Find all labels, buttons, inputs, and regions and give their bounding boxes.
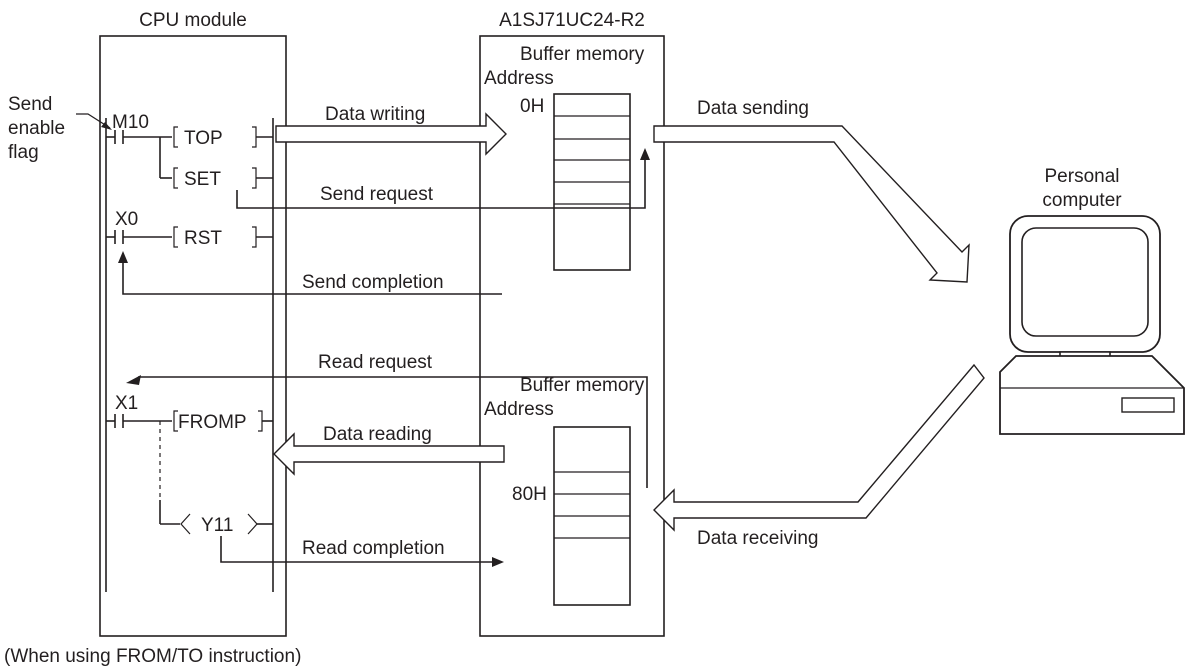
data-reading-arrow xyxy=(273,432,505,476)
send-enable-flag-arrowhead xyxy=(101,122,112,130)
cpu-module: CPU module xyxy=(99,10,287,637)
instr-top-label: TOP xyxy=(184,128,223,149)
data-reading-label: Data reading xyxy=(323,424,432,445)
personal-computer: Personal computer xyxy=(999,166,1185,435)
send-completion-line xyxy=(122,262,502,295)
flow-data-sending: Data sending xyxy=(653,98,970,283)
flow-read-request: Read request xyxy=(126,352,648,488)
instr-fromp-left-bracket xyxy=(173,410,178,432)
coil-y11-label: Y11 xyxy=(201,515,233,536)
send-completion-arrowhead xyxy=(118,251,128,263)
instr-rst-label: RST xyxy=(184,228,222,249)
instr-rst-left-bracket xyxy=(173,226,178,248)
flow-data-reading: Data reading xyxy=(273,424,505,476)
computer-drive-slot xyxy=(1121,397,1175,413)
flow-data-writing: Data writing xyxy=(275,104,507,156)
rung-x0: X0 RST xyxy=(106,209,273,249)
contact-x0-label: X0 xyxy=(115,209,138,230)
data-receiving-arrow xyxy=(653,363,985,532)
instr-fromp-label: FROMP xyxy=(178,412,247,433)
buffer-send-start-address: 0H xyxy=(520,96,544,117)
cpu-module-frame xyxy=(99,35,287,637)
read-request-label: Read request xyxy=(318,352,433,373)
read-completion-line xyxy=(220,536,492,563)
data-sending-arrow xyxy=(653,125,970,283)
contact-x1-label: X1 xyxy=(115,393,138,414)
send-completion-label: Send completion xyxy=(302,272,444,293)
rung-x1: X1 FROMP Y11 xyxy=(106,393,273,536)
computer-base-unit xyxy=(999,355,1185,435)
send-enable-flag-line2: enable xyxy=(8,118,65,139)
cpu-module-title: CPU module xyxy=(139,10,247,31)
send-enable-flag-label: Send enable flag xyxy=(8,94,112,163)
send-request-line xyxy=(236,160,646,209)
instr-set-label: SET xyxy=(184,169,221,190)
buffer-receive-start-address: 80H xyxy=(512,484,547,505)
flow-data-receiving: Data receiving xyxy=(653,363,985,549)
send-enable-flag-line1: Send xyxy=(8,94,52,115)
contact-m10-label: M10 xyxy=(112,112,149,133)
data-receiving-label: Data receiving xyxy=(697,528,818,549)
interface-module-title: A1SJ71UC24-R2 xyxy=(499,10,645,31)
computer-icon xyxy=(999,215,1185,435)
footnote: (When using FROM/TO instruction) xyxy=(4,646,301,667)
buffer-send-title: Buffer memory xyxy=(520,44,645,65)
pc-label-line2: computer xyxy=(1042,190,1122,211)
instr-set-left-bracket xyxy=(173,167,178,189)
flow-send-request: Send request xyxy=(236,148,650,209)
read-request-arrowhead xyxy=(126,375,141,385)
flow-read-completion: Read completion xyxy=(220,536,504,567)
data-writing-arrow xyxy=(275,112,507,156)
buffer-receive-title: Buffer memory xyxy=(520,375,645,396)
computer-screen xyxy=(1021,227,1149,337)
read-completion-arrowhead xyxy=(492,557,504,567)
buffer-memory-receive: Buffer memory Address 80H xyxy=(484,375,645,606)
buffer-receive-address-label: Address xyxy=(484,399,554,420)
read-completion-label: Read completion xyxy=(302,538,445,559)
send-enable-flag-pointer xyxy=(76,113,111,129)
coil-y11-left xyxy=(180,513,191,535)
pc-label-line1: Personal xyxy=(1045,166,1120,187)
buffer-send-address-label: Address xyxy=(484,68,554,89)
rung-m10: M10 TOP SET xyxy=(106,112,273,190)
send-request-arrowhead xyxy=(640,148,650,160)
data-sending-label: Data sending xyxy=(697,98,809,119)
flow-send-completion: Send completion xyxy=(118,251,502,295)
send-enable-flag-line3: flag xyxy=(8,142,39,163)
read-request-line xyxy=(138,376,648,488)
instr-top-left-bracket xyxy=(173,126,178,148)
buffer-memory-send: Buffer memory Address 0H xyxy=(484,44,645,271)
send-request-label: Send request xyxy=(320,184,434,205)
data-writing-label: Data writing xyxy=(325,104,425,125)
